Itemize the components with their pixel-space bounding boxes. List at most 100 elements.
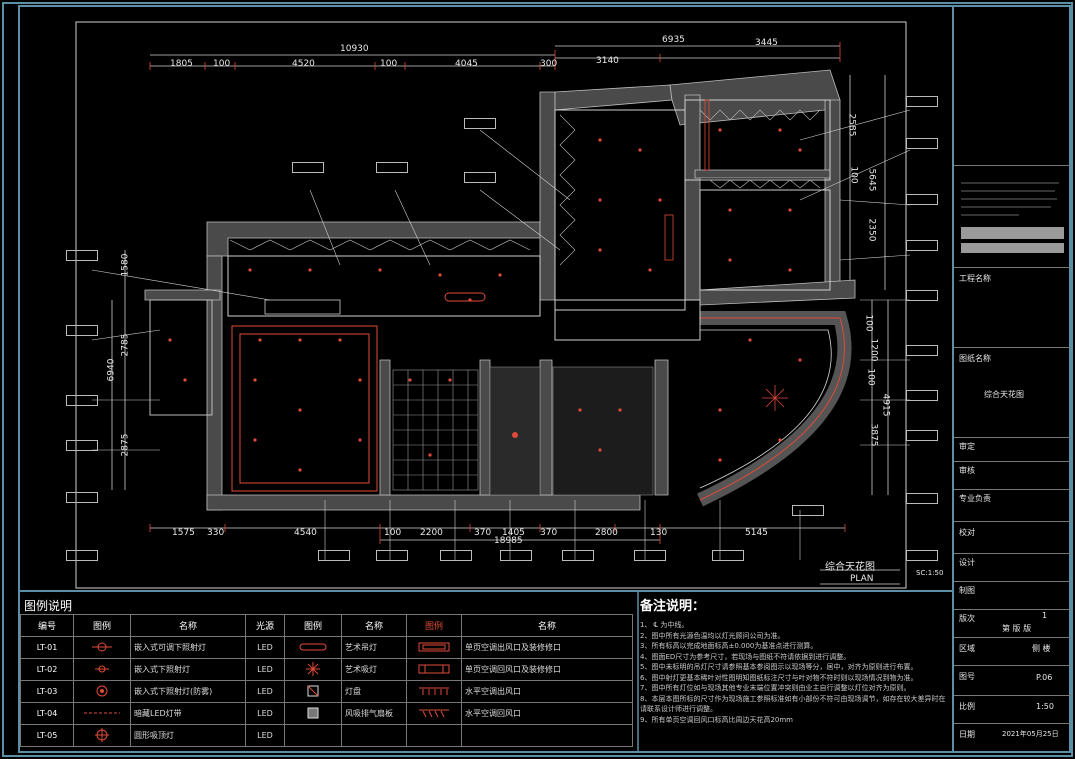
dim-bottom-100: 100 <box>384 528 402 538</box>
company-info-block <box>959 171 1066 265</box>
dim-bottom-18985: 18985 <box>494 536 523 546</box>
light-panel-icon <box>284 680 342 703</box>
callout-tag <box>464 118 496 129</box>
note-item: 2、图中所有光源色温均以灯光顾问公司为准。 <box>640 631 785 640</box>
legend-name-2: 灯盘 <box>341 680 407 703</box>
legend-source: LED <box>245 658 285 681</box>
dim-bottom-370a: 370 <box>474 528 492 538</box>
sheet-label: 图号 <box>959 672 975 681</box>
version-no: 1 <box>1042 611 1048 620</box>
review-label: 审定 <box>959 442 975 451</box>
supply-vent-icon <box>406 636 462 659</box>
legend-header-name: 名称 <box>130 614 246 637</box>
callout-tag <box>66 492 98 503</box>
horizontal-return-vent-icon <box>406 702 462 725</box>
legend-code: LT-03 <box>20 680 74 703</box>
scale-label: 比例 <box>959 702 975 711</box>
inner-frame <box>18 5 1071 753</box>
dim-top-100b: 100 <box>380 59 398 69</box>
legend-header-symbol-3: 图例 <box>406 614 462 637</box>
notes-panel: 备注说明： 1、 ℄ 为中线。 2、图中所有光源色温均以灯光顾问公司为准。 3、… <box>640 595 950 725</box>
dim-bottom-1405: 1405 <box>502 528 525 538</box>
callout-tag <box>66 250 98 261</box>
note-item: 7、图中所有灯位如与现场其他专业末端位置冲突则由业主自行调整以灯位对齐为原则。 <box>640 684 911 692</box>
dim-right-2350: 2350 <box>866 218 877 242</box>
legend-header-row: 编号 图例 名称 光源 图例 名称 图例 名称 <box>20 614 633 637</box>
dim-left-2875: 2875 <box>120 433 131 457</box>
version-row: 第 版 版 <box>1002 624 1032 633</box>
dim-bottom-4540: 4540 <box>294 528 317 538</box>
lead-label: 专业负责 <box>959 494 991 503</box>
scale-value: 1:50 <box>1036 702 1054 711</box>
callout-tag <box>634 550 666 561</box>
drawing-name: 综合天花图 <box>984 390 1024 399</box>
legend-header-name-2: 名称 <box>341 614 407 637</box>
dim-bottom-130: 130 <box>650 528 668 538</box>
legend-table: 编号 图例 名称 光源 图例 名称 图例 名称 LT-01 嵌入式可调下照射灯 … <box>20 614 633 747</box>
pendant-lamp-icon <box>284 636 342 659</box>
legend-header-name-3: 名称 <box>461 614 633 637</box>
note-item: 5、图中未标明的吊灯尺寸请参照基本参阅图示以现场等分，居中，对齐为原则进行布置。 <box>640 663 918 671</box>
legend-code: LT-02 <box>20 658 74 681</box>
callout-tag <box>500 550 532 561</box>
legend-title: 图例说明 <box>24 599 73 613</box>
callout-tag <box>906 493 938 504</box>
led-strip-icon <box>73 702 131 725</box>
version-label: 版次 <box>959 614 975 623</box>
date-label: 日期 <box>959 730 975 739</box>
dim-top-10930: 10930 <box>340 44 369 54</box>
legend-source: LED <box>245 680 285 703</box>
dim-left-6940: 6940 <box>106 358 117 382</box>
drawing-label: 图纸名称 <box>959 354 991 363</box>
callout-tag <box>792 505 824 516</box>
callout-tag <box>906 550 938 561</box>
art-ceiling-lamp-icon <box>284 658 342 681</box>
note-item: 请联系设计师进行调整。 <box>640 705 717 713</box>
legend-name: 嵌入式可调下照射灯 <box>130 636 246 659</box>
note-item: 9、所有单页空调回风口标高比周边天花高20mm <box>640 715 793 724</box>
sheet-value: P.06 <box>1036 673 1053 682</box>
legend-source: LED <box>245 724 285 747</box>
legend-name: 暗藏LED灯带 <box>130 702 246 725</box>
legend-name: 嵌入式下照射灯(防雾) <box>130 680 246 703</box>
notes-title: 备注说明： <box>640 599 706 614</box>
legend-panel: 图例说明 编号 图例 名称 光源 图例 名称 图例 名称 LT-01 嵌入式可调… <box>20 592 636 752</box>
dim-top-3445: 3445 <box>755 38 778 48</box>
callout-tag <box>318 550 350 561</box>
dim-bottom-330: 330 <box>207 528 225 538</box>
legend-header-symbol: 图例 <box>73 614 131 637</box>
dim-right-100a: 100 <box>848 166 859 184</box>
adjustable-downlight-icon <box>73 636 131 659</box>
dim-top-4045: 4045 <box>455 59 478 69</box>
downlight-icon <box>73 658 131 681</box>
callout-tag <box>66 440 98 451</box>
anti-fog-downlight-icon <box>73 680 131 703</box>
note-item: 3、所有标高以完成地面标高±0.000为基准点进行测算。 <box>640 642 818 650</box>
note-item: 1、 ℄ 为中线。 <box>640 621 689 629</box>
dim-right-4915: 4915 <box>880 393 891 417</box>
exhaust-fan-icon <box>284 702 342 725</box>
callout-tag <box>464 172 496 183</box>
callout-tag <box>376 162 408 173</box>
legend-name-3: 单页空调出风口及装修修口 <box>461 636 633 659</box>
date-value: 2021年05月25日 <box>1002 730 1059 738</box>
legend-code: LT-04 <box>20 702 74 725</box>
legend-name-2: 风吸排气扇板 <box>341 702 407 725</box>
project-label: 工程名称 <box>959 274 991 283</box>
legend-row: LT-04 暗藏LED灯带 LED 风吸排气扇板 水平空调回风口 <box>20 702 633 725</box>
draw-label: 制图 <box>959 586 975 595</box>
plan-subtitle: PLAN <box>850 574 874 584</box>
dim-right-100b: 100 <box>863 314 874 332</box>
dim-left-2785: 2785 <box>120 333 131 357</box>
legend-header-symbol-2: 图例 <box>284 614 342 637</box>
legend-name-2: 艺术吊灯 <box>341 636 407 659</box>
area-label: 区域 <box>959 644 975 653</box>
legend-code: LT-05 <box>20 724 74 747</box>
dim-top-300: 300 <box>540 59 558 69</box>
plan-title: 综合天花图 <box>825 562 875 573</box>
dim-top-4520: 4520 <box>292 59 315 69</box>
dim-left-1580: 1580 <box>120 253 131 277</box>
dim-bottom-1575: 1575 <box>172 528 195 538</box>
dim-bottom-5145: 5145 <box>745 528 768 538</box>
